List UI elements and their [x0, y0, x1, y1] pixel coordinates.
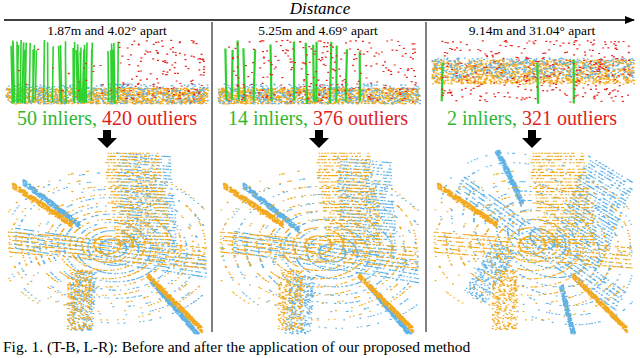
inlier-correspondences [11, 40, 118, 104]
pose-difference: 9.14m and 31.04° apart [469, 24, 596, 39]
axis-label: Distance [287, 0, 353, 19]
outlier-count: 420 outliers [102, 107, 197, 130]
correspondence-count: 2 inliers,321 outliers [447, 107, 617, 130]
inlier-correspondences [225, 40, 360, 104]
pose-difference: 5.25m and 4.69° apart [258, 24, 378, 39]
correspondence-count: 14 inliers,376 outliers [228, 107, 408, 130]
distance-arrow [4, 19, 634, 21]
point-clouds [6, 40, 635, 334]
source-cloud-registered [8, 153, 206, 332]
down-arrows [97, 130, 542, 148]
down-arrow [522, 130, 542, 148]
down-arrow [309, 130, 329, 148]
inlier-count: 50 inliers, [17, 107, 97, 130]
source-cloud-registered [220, 153, 418, 332]
outlier-correspondences [442, 40, 630, 102]
correspondence-count: 50 inliers,420 outliers [17, 107, 197, 130]
outlier-count: 376 outliers [313, 107, 408, 130]
down-arrow [97, 130, 117, 148]
source-cloud-registered [434, 153, 632, 332]
outlier-count: 321 outliers [522, 107, 617, 130]
outlier-correspondences [19, 40, 205, 102]
pose-difference: 1.87m and 4.02° apart [47, 24, 167, 39]
target-cloud [6, 84, 208, 104]
panel-divider [212, 22, 213, 332]
outlier-correspondences [229, 40, 417, 102]
inlier-count: 14 inliers, [228, 107, 308, 130]
inlier-count: 2 inliers, [447, 107, 517, 130]
panel-divider [426, 22, 427, 332]
figure-caption: Fig. 1. (T-B, L-R): Before and after the… [3, 338, 470, 355]
